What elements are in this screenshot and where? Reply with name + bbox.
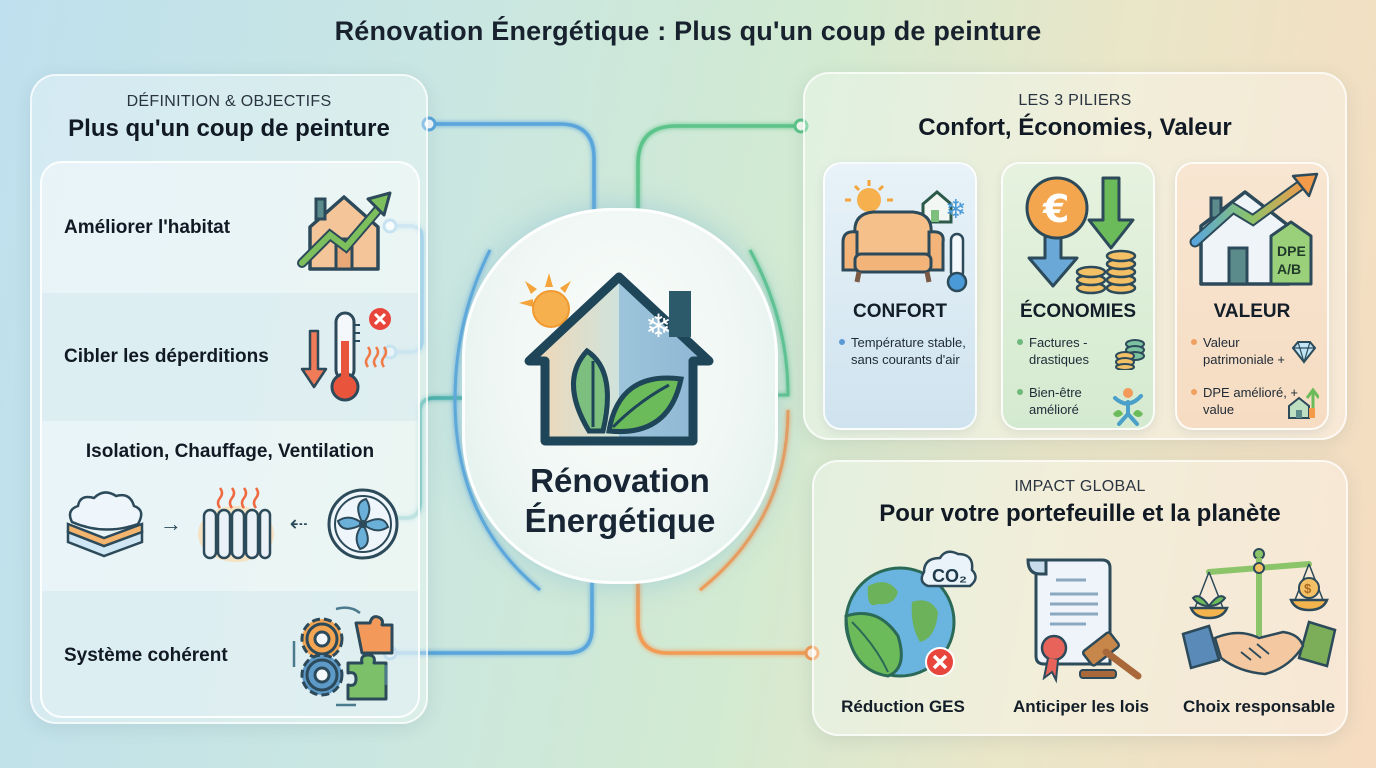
globe-co2-icon: CO₂ <box>844 550 977 678</box>
impact-title: Pour votre portefeuille et la planète <box>879 500 1281 527</box>
pillar-title: ÉCONOMIES <box>1019 301 1137 322</box>
bullet-dot-icon <box>1017 339 1023 345</box>
law-document-gavel-icon <box>1026 558 1142 684</box>
impact-item-lois: Anticiper les lois <box>992 542 1170 732</box>
pillar-title: CONFORT <box>853 301 947 322</box>
definition-subtitle: DÉFINITION & OBJECTIFS <box>126 93 332 110</box>
bullet-dot-icon <box>1017 389 1023 395</box>
ventilation-fan-icon <box>327 488 399 560</box>
impact-label: Réduction GES <box>841 697 965 716</box>
insulation-icon <box>66 491 144 558</box>
pillar-bullets: Valeur patrimoniale + DPE amélioré, + va… <box>1189 334 1319 434</box>
impact-panel: IMPACT GLOBAL Pour votre portefeuille et… <box>812 460 1348 736</box>
impact-item-responsable: $ Choix responsable <box>1170 542 1348 732</box>
objective-item-ameliorer: Améliorer l'habitat <box>42 163 418 293</box>
house-growth-arrow-icon <box>296 183 396 273</box>
definition-panel: DÉFINITION & OBJECTIFS Plus qu'un coup d… <box>30 74 428 724</box>
bullet-text: DPE amélioré, + value <box>1203 385 1299 417</box>
hub-title-line1: Rénovation <box>530 462 710 499</box>
pillar-card-economies: € ÉCONOMIES Factures - drastiques Bien-ê… <box>1001 162 1155 430</box>
objective-item-systeme: Système cohérent <box>42 591 418 716</box>
svg-text:A/B: A/B <box>1277 261 1301 277</box>
impact-label: Choix responsable <box>1182 697 1336 716</box>
house-value-dpe-icon: DPE A/B <box>1189 172 1319 286</box>
central-hub: ❄ Rénovation Énergétique <box>462 208 778 584</box>
pillar-bullets: Factures - drastiques Bien-être amélioré <box>1015 334 1145 434</box>
armchair-comfort-icon: ❄ <box>841 180 968 293</box>
bullet-dot-icon <box>1191 389 1197 395</box>
objective-item-isolation: Isolation, Chauffage, Ventilation → ⇠ <box>42 421 418 591</box>
svg-text:€: € <box>1042 187 1069 231</box>
pillar-card-confort: ❄ CONFORT Température stable, sans coura… <box>823 162 977 430</box>
pillar-bullet: Bien-être amélioré <box>1015 384 1145 426</box>
bullet-text: Valeur patrimoniale + <box>1203 335 1286 367</box>
svg-text:$: $ <box>1304 581 1312 596</box>
pillars-title: Confort, Économies, Valeur <box>918 114 1232 141</box>
pillars-subtitle: LES 3 PILIERS <box>1018 92 1132 109</box>
objective-label: Cibler les déperditions <box>64 346 269 367</box>
thermometer-heat-loss-icon <box>300 307 396 407</box>
objective-item-cibler: Cibler les déperditions <box>42 293 418 421</box>
objective-label: Isolation, Chauffage, Ventilation <box>85 441 375 462</box>
gears-puzzle-icon <box>286 601 396 711</box>
pillar-bullet: Factures - drastiques <box>1015 334 1145 374</box>
eco-house-leaf-icon: ❄ <box>519 272 714 446</box>
pillar-bullet: DPE amélioré, + value <box>1189 384 1319 424</box>
impact-item-ges: CO₂ Réduction GES <box>814 542 992 732</box>
svg-text:❄: ❄ <box>645 307 672 345</box>
co2-label: CO₂ <box>932 566 967 586</box>
bullet-dot-icon <box>839 339 845 345</box>
definition-title: Plus qu'un coup de peinture <box>68 115 390 142</box>
objective-label: Système cohérent <box>64 644 228 666</box>
objectives-card: Améliorer l'habitat Cibler les déperditi… <box>40 161 420 718</box>
wellbeing-person-icon <box>1113 388 1143 426</box>
arrow-left-icon: ⇠ <box>289 511 309 536</box>
radiator-icon <box>197 487 274 562</box>
svg-text:DPE: DPE <box>1277 243 1306 259</box>
objective-label: Améliorer l'habitat <box>64 217 231 238</box>
coins-stack-icon <box>1115 339 1145 370</box>
bullet-dot-icon <box>1191 339 1197 345</box>
house-value-up-icon <box>1288 387 1319 419</box>
page-title: Rénovation Énergétique : Plus qu'un coup… <box>334 16 1042 46</box>
pillar-bullet: Valeur patrimoniale + <box>1189 334 1319 374</box>
pillars-panel: LES 3 PILIERS Confort, Économies, Valeur… <box>803 72 1347 440</box>
euro-coins-savings-icon: € <box>1025 176 1137 295</box>
diamond-icon <box>1291 341 1317 365</box>
insulation-radiator-fan-icon: → ⇠ <box>64 483 404 565</box>
impact-label: Anticiper les lois <box>1012 697 1150 716</box>
svg-text:❄: ❄ <box>945 195 967 225</box>
pillar-title: VALEUR <box>1213 301 1291 322</box>
bullet-text: Température stable, sans courants d'air <box>851 335 966 367</box>
arrow-right-icon: → <box>159 511 182 536</box>
hub-title-line2: Énergétique <box>524 502 716 539</box>
bullet-text: Bien-être amélioré <box>1029 385 1082 417</box>
pillar-bullets: Température stable, sans courants d'air <box>837 334 967 378</box>
hub-title: Rénovation Énergétique <box>465 461 775 541</box>
impact-subtitle: IMPACT GLOBAL <box>1014 478 1146 495</box>
bullet-text: Factures - drastiques <box>1029 335 1089 367</box>
pillar-card-valeur: DPE A/B VALEUR Valeur patrimoniale + DPE… <box>1175 162 1329 430</box>
scales-handshake-icon: $ <box>1181 548 1337 676</box>
pillar-bullet: Température stable, sans courants d'air <box>837 334 967 368</box>
